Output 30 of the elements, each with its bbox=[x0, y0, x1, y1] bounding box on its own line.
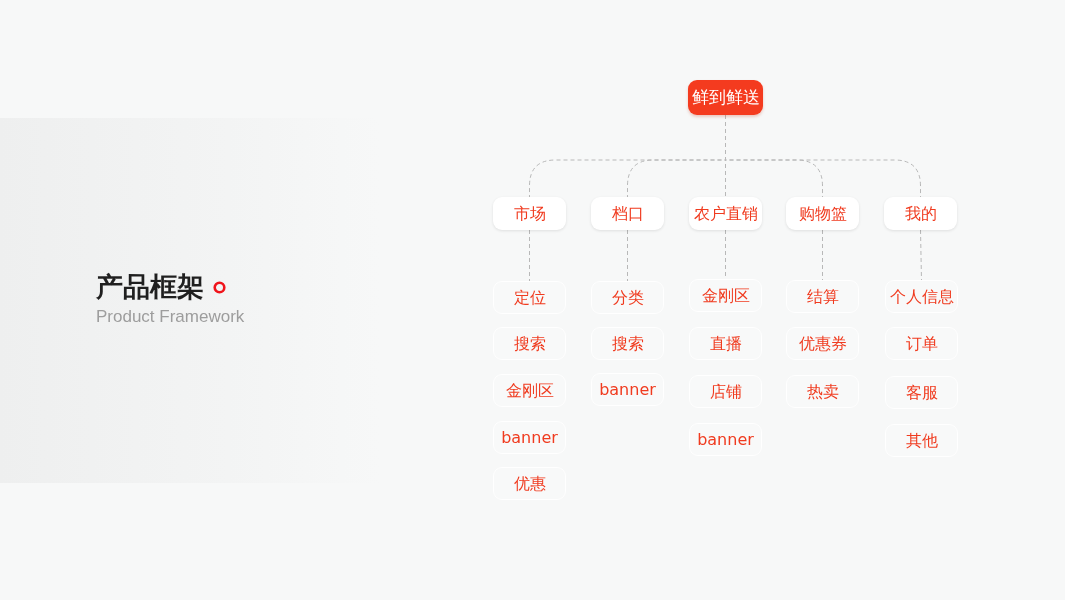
category-node: 档口 bbox=[591, 197, 664, 230]
category-node: 购物篮 bbox=[786, 197, 859, 230]
feature-node: banner bbox=[591, 373, 664, 406]
feature-node: 直播 bbox=[689, 327, 762, 360]
connector-line bbox=[627, 229, 628, 282]
feature-node: 定位 bbox=[493, 281, 566, 314]
feature-node: 搜索 bbox=[493, 327, 566, 360]
feature-node: 热卖 bbox=[786, 375, 859, 408]
feature-node: 优惠券 bbox=[786, 327, 859, 360]
feature-node: banner bbox=[493, 421, 566, 454]
feature-node: 订单 bbox=[885, 327, 958, 360]
feature-node: 金刚区 bbox=[493, 374, 566, 407]
root-node: 鲜到鲜送 bbox=[688, 80, 763, 115]
connector-line bbox=[725, 114, 921, 198]
connector-line bbox=[529, 229, 530, 282]
feature-node: 客服 bbox=[885, 376, 958, 409]
subtitle: Product Framework bbox=[96, 308, 245, 327]
feature-node: 金刚区 bbox=[689, 279, 762, 312]
feature-node: 优惠 bbox=[493, 467, 566, 500]
category-node: 农户直销 bbox=[689, 197, 762, 230]
category-node: 市场 bbox=[493, 197, 566, 230]
feature-node: 其他 bbox=[885, 424, 958, 457]
feature-node: 店铺 bbox=[689, 375, 762, 408]
feature-node: 分类 bbox=[591, 281, 664, 314]
feature-node: 个人信息 bbox=[885, 280, 958, 313]
page-title: 产品框架 bbox=[96, 272, 204, 302]
feature-node: 搜索 bbox=[591, 327, 664, 360]
category-node: 我的 bbox=[884, 197, 957, 230]
feature-node: 结算 bbox=[786, 280, 859, 313]
feature-node: banner bbox=[689, 423, 762, 456]
